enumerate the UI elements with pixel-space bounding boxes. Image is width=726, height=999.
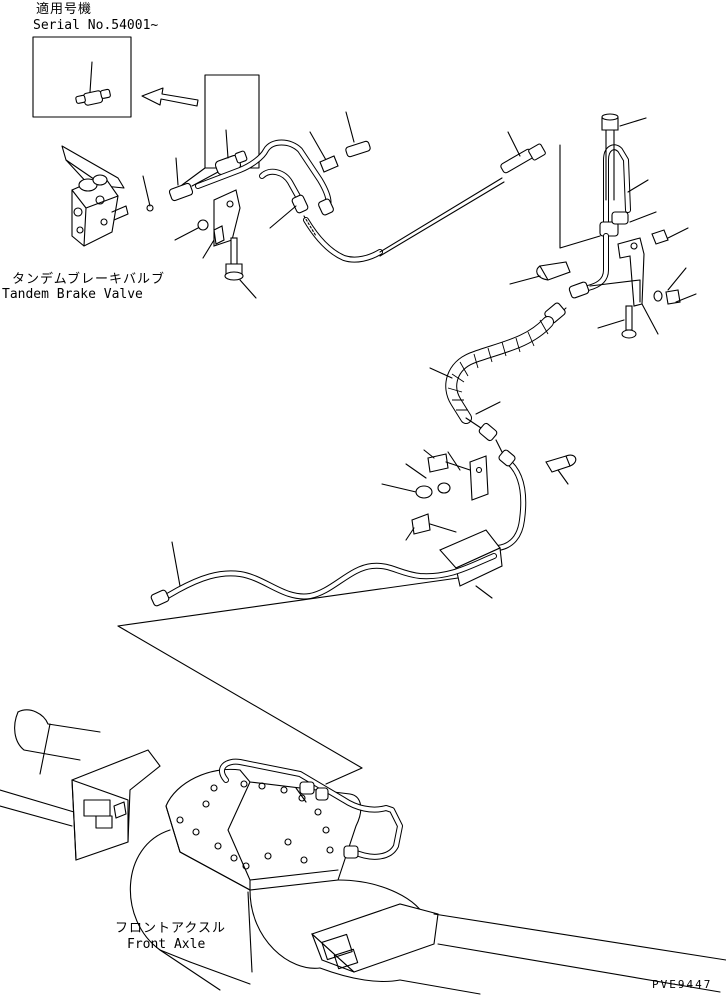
- switch-detail-frame: [181, 74, 260, 186]
- pressure-switch-inset: [75, 61, 111, 106]
- applicability-label: 適用号機: [36, 2, 93, 17]
- serial-number-label: Serial No.54001~: [33, 18, 159, 33]
- connection-leader-top: [559, 144, 601, 249]
- upper-tube-loop: [195, 111, 371, 229]
- tandem-brake-valve-label-en: Tandem Brake Valve: [2, 287, 143, 302]
- right-tube-assembly: [585, 113, 697, 339]
- flex-hose-spiral: [429, 302, 567, 442]
- flex-hose-upper: [303, 177, 505, 263]
- long-lower-tube: [150, 541, 497, 607]
- valve-bracket: [202, 189, 257, 299]
- union-fitting-top: [500, 131, 546, 174]
- front-axle: [0, 709, 726, 995]
- tandem-brake-valve-label-jp: タンデムブレーキバルブ: [12, 272, 165, 287]
- connection-leader-axle: [117, 577, 459, 785]
- tandem-brake-valve: [61, 145, 154, 247]
- reference-arrow: [141, 87, 199, 107]
- front-axle-label-jp: フロントアクスル: [115, 921, 226, 936]
- front-axle-label-en: Front Axle: [127, 937, 206, 952]
- hose-clamp-upper: [509, 261, 641, 303]
- serial-inset-box: [32, 36, 132, 118]
- drawing-code: PVE9447: [652, 978, 713, 991]
